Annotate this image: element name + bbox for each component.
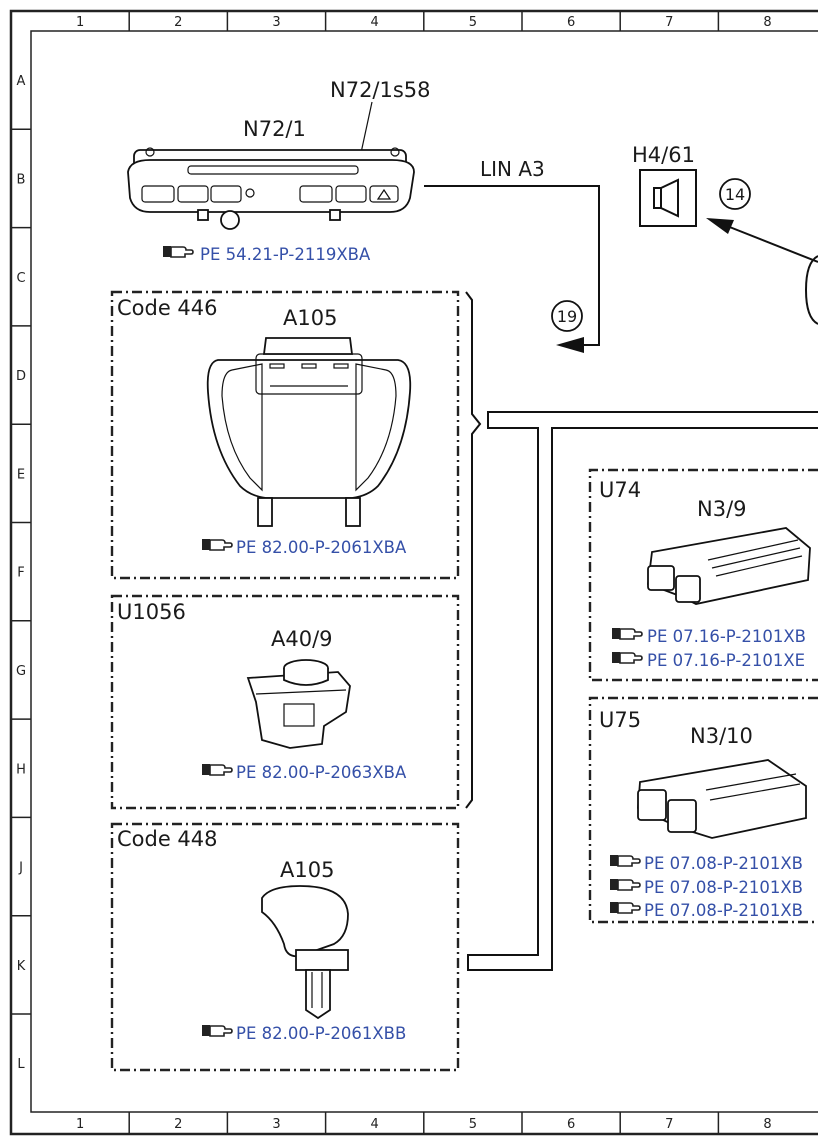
grid-col-bottom-3: 3 bbox=[272, 1117, 280, 1132]
n72-1-component: N72/1s58 N72/1 PE 54.21-P-2119XBA bbox=[127, 78, 431, 264]
outer-frame bbox=[9, 9, 818, 1136]
u74-reference-2: PE 07.16-P-2101XE bbox=[647, 651, 805, 670]
u1056-label: U1056 bbox=[117, 600, 186, 624]
marker-14 bbox=[719, 178, 751, 210]
n72-1s58-label: N72/1s58 bbox=[330, 78, 431, 102]
n72-1-label: N72/1 bbox=[243, 117, 306, 141]
pointing-hand-icon bbox=[202, 539, 233, 551]
marker-14-text: 14 bbox=[725, 185, 745, 204]
grid-row-J: J bbox=[18, 861, 23, 876]
code-446-group: Code 446 A105 PE 82.00-P-2061XBA bbox=[110, 290, 460, 580]
ecu-n3-10-drawing bbox=[637, 759, 807, 839]
pointing-hand-icon bbox=[612, 628, 643, 640]
u74-group: U74 N3/9 PE 07.16-P-2101XB PE 07.16-P-21… bbox=[588, 468, 818, 682]
n3-10-label: N3/10 bbox=[690, 724, 753, 748]
grid-col-bottom-2: 2 bbox=[174, 1117, 182, 1132]
code-448-reference: PE 82.00-P-2061XBB bbox=[236, 1024, 406, 1043]
grid-row-H: H bbox=[16, 762, 26, 777]
grid-col-bottom-5: 5 bbox=[469, 1117, 477, 1132]
code-448-group: Code 448 A105 PE 82.00-P-2061XBB bbox=[110, 822, 460, 1072]
grid-col-top-7: 7 bbox=[665, 15, 673, 30]
grid-col-bottom-8: 8 bbox=[763, 1117, 771, 1132]
marker-19 bbox=[551, 300, 583, 332]
code-446-label: Code 446 bbox=[117, 296, 218, 320]
pointing-hand-icon bbox=[163, 246, 194, 258]
grid-row-D: D bbox=[16, 369, 26, 384]
a40-9-label: A40/9 bbox=[271, 627, 333, 651]
grid-col-top-3: 3 bbox=[272, 15, 280, 30]
u1056-group: U1056 A40/9 PE 82.00-P-2063XBA bbox=[110, 594, 460, 810]
grid-ruler bbox=[11, 11, 720, 1134]
group-bracket bbox=[465, 291, 482, 809]
a105-label: A105 bbox=[283, 306, 337, 330]
overhead-console-drawing bbox=[206, 337, 412, 527]
controller-drawing bbox=[246, 659, 351, 749]
h4-61-wire bbox=[721, 223, 818, 263]
u75-label: U75 bbox=[599, 708, 641, 732]
grid-col-bottom-6: 6 bbox=[567, 1117, 575, 1132]
u74-label: U74 bbox=[599, 478, 641, 502]
code-448-label: Code 448 bbox=[117, 827, 218, 851]
grid-row-B: B bbox=[17, 172, 26, 187]
n72-1-reference: PE 54.21-P-2119XBA bbox=[200, 245, 371, 264]
a105-shifter-label: A105 bbox=[280, 858, 334, 882]
bus-wiring bbox=[467, 411, 818, 971]
grid-col-bottom-4: 4 bbox=[371, 1117, 379, 1132]
u75-reference-1: PE 07.08-P-2101XB bbox=[644, 854, 803, 873]
grid-col-top-1: 1 bbox=[76, 15, 84, 30]
marker-19-text: 19 bbox=[557, 307, 577, 326]
grid-col-bottom-7: 7 bbox=[665, 1117, 673, 1132]
arrowhead-icon bbox=[556, 337, 584, 353]
grid-row-F: F bbox=[17, 566, 24, 581]
speaker-icon bbox=[653, 178, 679, 218]
gear-selector-drawing bbox=[261, 885, 349, 1020]
pointing-hand-icon bbox=[202, 1025, 233, 1037]
pointing-hand-icon bbox=[202, 764, 233, 776]
code-446-reference: PE 82.00-P-2061XBA bbox=[236, 538, 407, 557]
grid-col-top-8: 8 bbox=[763, 15, 771, 30]
grid-col-bottom-1: 1 bbox=[76, 1117, 84, 1132]
arrowhead-icon bbox=[706, 218, 734, 234]
u75-reference-2: PE 07.08-P-2101XB bbox=[644, 878, 803, 897]
u75-group: U75 N3/10 PE 07.08-P-2101XB PE 07.08-P-2… bbox=[588, 696, 818, 924]
grid-row-K: K bbox=[17, 959, 26, 974]
grid-row-C: C bbox=[16, 271, 25, 286]
grid-col-top-4: 4 bbox=[371, 15, 379, 30]
pointing-hand-icon bbox=[610, 902, 641, 914]
lin-a3-label: LIN A3 bbox=[480, 157, 545, 181]
n3-9-label: N3/9 bbox=[697, 497, 747, 521]
u1056-reference: PE 82.00-P-2063XBA bbox=[236, 763, 407, 782]
grid-col-top-2: 2 bbox=[174, 15, 182, 30]
grid-col-top-6: 6 bbox=[567, 15, 575, 30]
h4-61-component: H4/61 14 bbox=[632, 143, 818, 325]
h4-61-label: H4/61 bbox=[632, 143, 695, 167]
lin-a3-connection: LIN A3 19 bbox=[424, 157, 600, 353]
pointing-hand-icon bbox=[612, 652, 643, 664]
ecu-n3-9-drawing bbox=[647, 527, 811, 605]
grid-col-top-5: 5 bbox=[469, 15, 477, 30]
u74-reference-1: PE 07.16-P-2101XB bbox=[647, 627, 806, 646]
pointing-hand-icon bbox=[610, 879, 641, 891]
grid-row-A: A bbox=[17, 74, 26, 89]
u75-reference-3: PE 07.08-P-2101XB bbox=[644, 901, 803, 920]
grid-row-G: G bbox=[16, 664, 26, 679]
grid-row-E: E bbox=[17, 467, 25, 482]
pointing-hand-icon bbox=[610, 855, 641, 867]
grid-row-L: L bbox=[17, 1057, 25, 1072]
control-panel-drawing bbox=[127, 147, 415, 230]
inner-frame bbox=[30, 30, 818, 1113]
